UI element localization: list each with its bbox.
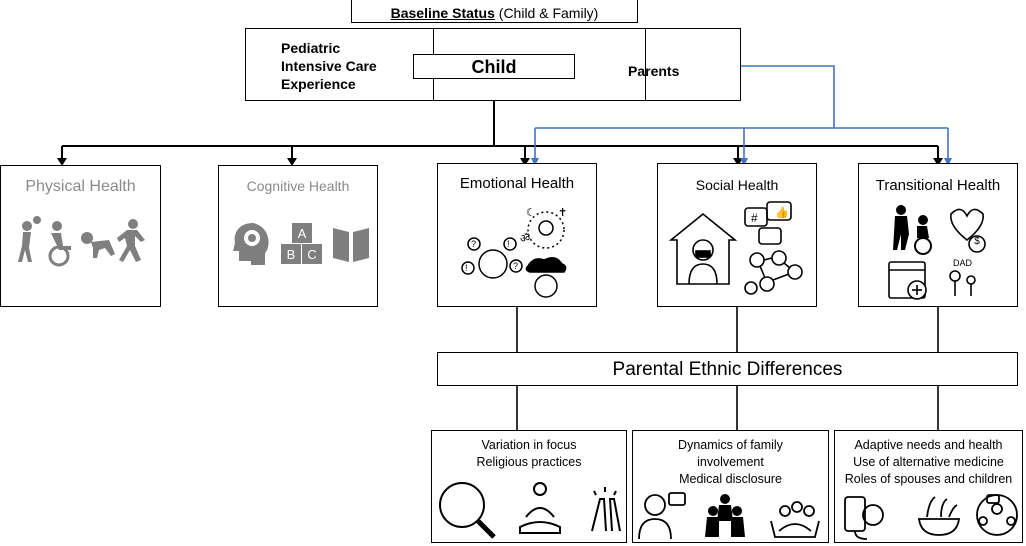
emotional-health-box: Emotional Health ☾ ✝ ॐ ?! !? [437,163,597,307]
emotions-icon: ☾ ✝ ॐ ?! !? [461,207,567,298]
social-health-box: Social Health # 👍 [657,163,817,307]
svg-text:!: ! [507,239,510,249]
transitional-health-box: Transitional Health $ DAD [858,163,1018,307]
cognitive-health-box: Cognitive Health A B C [218,165,378,307]
outcome-box-family: Dynamics of family involvement Medical d… [632,430,829,543]
parents-label: Parents [628,63,680,79]
outcome-box-focus: Variation in focus Religious practices [431,430,627,543]
baseline-status-label: Baseline Status (Child & Family) [390,5,599,21]
abc-blocks-icon: A B C [281,223,322,264]
brain-head-icon [233,223,269,265]
physical-activities-icon [18,216,145,267]
svg-text:B: B [287,247,296,262]
outcome-text: Adaptive needs and health Use of alterna… [844,438,1013,486]
black-arrowheads [57,158,943,166]
outcome-box-adaptive: Adaptive needs and health Use of alterna… [834,430,1023,543]
cognitive-health-title: Cognitive Health [246,178,350,194]
physical-health-box: Physical Health [0,165,161,307]
svg-text:C: C [307,247,316,262]
svg-text:!: ! [465,263,468,273]
blue-arrowheads [531,158,952,166]
transitional-health-title: Transitional Health [875,177,1001,194]
physical-health-title: Physical Health [25,178,136,195]
svg-text:?: ? [471,239,476,249]
parental-ethnic-differences-box: Parental Ethnic Differences [437,352,1018,386]
outcome-text: Variation in focus Religious practices [476,438,582,469]
social-health-title: Social Health [695,177,779,193]
svg-text:✝: ✝ [558,207,567,219]
book-icon [333,228,369,262]
child-box: Child [413,54,575,79]
svg-text:#: # [751,211,758,225]
adaptive-needs-icons [844,494,1018,540]
black-connectors [61,100,939,160]
parental-ethnic-differences-label: Parental Ethnic Differences [612,359,843,380]
svg-text:☾: ☾ [526,207,536,219]
emotional-health-title: Emotional Health [459,175,575,192]
outcome-text: Dynamics of family involvement Medical d… [678,438,783,486]
social-connections-icon: # 👍 [668,201,803,295]
transition-care-icon: $ DAD [888,205,986,300]
divider-right [645,29,646,100]
religious-practice-icons [439,482,621,539]
lower-connectors [516,307,939,430]
svg-text:?: ? [513,261,518,271]
svg-text:DAD: DAD [953,258,973,268]
svg-text:👍: 👍 [775,206,789,219]
svg-text:A: A [298,226,307,241]
blue-connectors [534,65,949,160]
svg-text:$: $ [974,236,980,247]
picu-experience-label: Pediatric Intensive Care Experience [281,40,377,92]
svg-text:ॐ: ॐ [520,232,530,245]
baseline-status-box: Baseline Status (Child & Family) [351,0,638,23]
family-involvement-icons [638,492,820,540]
child-label: Child [471,57,517,77]
